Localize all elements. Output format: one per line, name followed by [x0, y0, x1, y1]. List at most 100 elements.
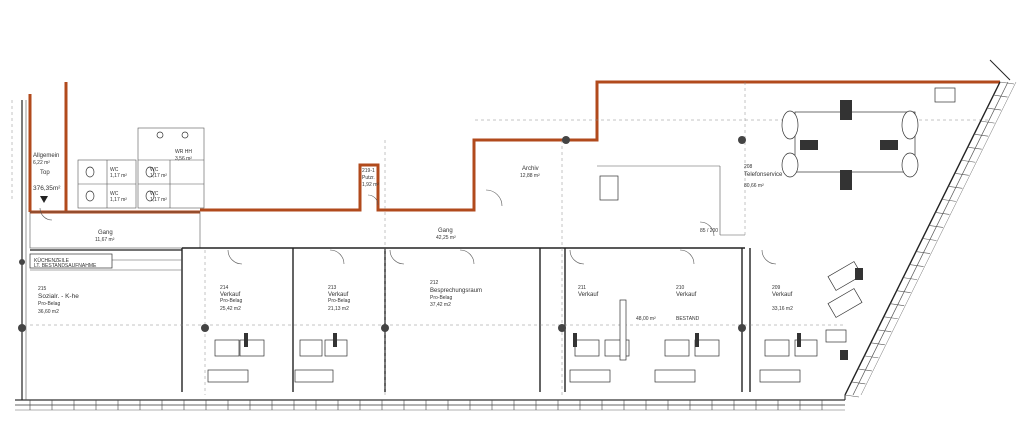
desk-group: [207, 333, 265, 383]
room-area-putzr: 1,92 m²: [362, 182, 379, 188]
window-mullion: [999, 81, 1015, 85]
room-name-gang-small: Gang: [98, 230, 113, 236]
kitchen-note: KÜCHENZEILE: [34, 257, 70, 264]
room-name-wc: WC: [110, 167, 119, 173]
window-mullion: [954, 172, 969, 176]
desk-group: [294, 333, 348, 383]
window-mullion: [980, 120, 995, 124]
room-area-gang-small: 11,67 m²: [95, 237, 115, 243]
room-area-gang-main: 42,25 m²: [436, 235, 456, 241]
room-name-210: Verkauf: [676, 292, 697, 298]
room-name-212: Besprechungsraum: [430, 288, 482, 294]
window-mullion: [851, 381, 866, 385]
column: [19, 259, 25, 265]
room-number-telefon: 208: [744, 164, 753, 170]
diagonal-facade: [844, 59, 1017, 400]
desk-group: [759, 333, 818, 383]
room-name-sozial: Sozialr. - K-he: [38, 293, 79, 300]
column: [738, 324, 746, 332]
room-name-211: Verkauf: [578, 292, 599, 298]
window-mullion: [948, 186, 963, 189]
room-name-top: Top: [40, 170, 50, 176]
column: [381, 324, 389, 332]
room-number-214: 214: [220, 285, 229, 291]
column: [558, 324, 566, 332]
window-mullion: [857, 368, 872, 372]
room-name-213: Verkauf: [328, 292, 349, 298]
room-floor-210: BESTAND: [676, 316, 700, 322]
window-mullion: [883, 316, 898, 320]
window-mullion: [941, 199, 956, 202]
room-area-allgemein: 6,22 m²: [33, 160, 50, 166]
room-name-telefon: Telefonservice: [744, 172, 783, 178]
window-mullion: [922, 238, 937, 241]
window-mullion: [903, 277, 918, 280]
room-number-putzr: 219-1: [362, 168, 375, 174]
room-name-allgemein: Allgemein: [33, 153, 59, 159]
window-mullion: [987, 107, 1002, 111]
room-name-gang-main: Gang: [438, 228, 453, 234]
window-mullion: [974, 133, 989, 137]
room-number-209: 209: [772, 285, 781, 291]
room-name-wc: WC: [150, 191, 159, 197]
room-area-wc: 1,17 m²: [150, 173, 167, 179]
window-mullion: [909, 264, 924, 267]
room-number-210: 210: [676, 285, 685, 291]
room-number-213: 213: [328, 285, 337, 291]
room-area-wc: 1,17 m²: [150, 197, 167, 203]
room-area-archiv: 12,88 m²: [520, 173, 540, 179]
window-mullion: [915, 251, 931, 254]
room-floor-sozial: Pro-Belag: [38, 301, 60, 307]
room-floor-212: Pro-Belag: [430, 295, 452, 301]
column: [201, 324, 209, 332]
room-number-211: 211: [578, 285, 586, 291]
room-area-209: 33,16 m2: [772, 306, 793, 312]
room-area-211: 48,00 m²: [636, 316, 656, 322]
room-name-wc: WC: [110, 191, 119, 197]
window-mullion: [928, 225, 944, 228]
window-mullion: [993, 94, 1008, 98]
room-area-wrhh: 3,56 m²: [175, 156, 192, 162]
left-outer-wall: [11, 100, 27, 400]
lower-room-desks: [207, 299, 818, 383]
window-mullion: [870, 342, 885, 346]
room-number-212: 212: [430, 280, 439, 286]
column: [18, 324, 26, 332]
sanitary-fixtures: [85, 131, 189, 202]
entrance-marker: [40, 196, 48, 203]
room-area-wc: 1,17 m²: [110, 173, 127, 179]
room-name-wc: WC: [150, 167, 159, 173]
room-area-sozial: 36,60 m2: [38, 309, 59, 315]
desk-group: [569, 299, 630, 383]
door-dims-label: 85 / 200: [700, 228, 718, 234]
columns: [18, 136, 746, 332]
room-area-213: 21,13 m2: [328, 306, 349, 312]
window-mullion: [935, 212, 950, 215]
window-mullion: [961, 159, 976, 163]
room-labels: Allgemein 6,22 m² Top 376,35m² WR HH 3,5…: [33, 149, 793, 322]
column: [738, 136, 746, 144]
window-mullion: [896, 290, 911, 293]
interior-walls: [29, 82, 990, 395]
archive-cabinet: [599, 175, 619, 201]
room-area-214: 25,42 m2: [220, 306, 241, 312]
room-area-wc: 1,17 m²: [110, 197, 127, 203]
room-name-archiv: Archiv: [522, 166, 539, 172]
diagonal-desks: [825, 261, 863, 360]
column: [562, 136, 570, 144]
facade-band: [15, 399, 845, 411]
window-mullion: [890, 303, 905, 307]
window-mullion: [844, 394, 860, 398]
room-name-209: Verkauf: [772, 292, 793, 298]
room-name-putzr: Putzr.: [362, 175, 375, 181]
room-floor-214: Pro-Belag: [220, 298, 242, 304]
doors: [39, 189, 777, 265]
room-area-telefon: 80,66 m²: [744, 183, 764, 189]
window-mullion: [864, 355, 879, 359]
telefonservice-desks: [781, 87, 956, 190]
room-name-214: Verkauf: [220, 292, 241, 298]
room-area-212: 37,42 m2: [430, 302, 451, 308]
room-area-top: 376,35m²: [33, 185, 61, 192]
room-number-sozial: 215: [38, 286, 47, 292]
